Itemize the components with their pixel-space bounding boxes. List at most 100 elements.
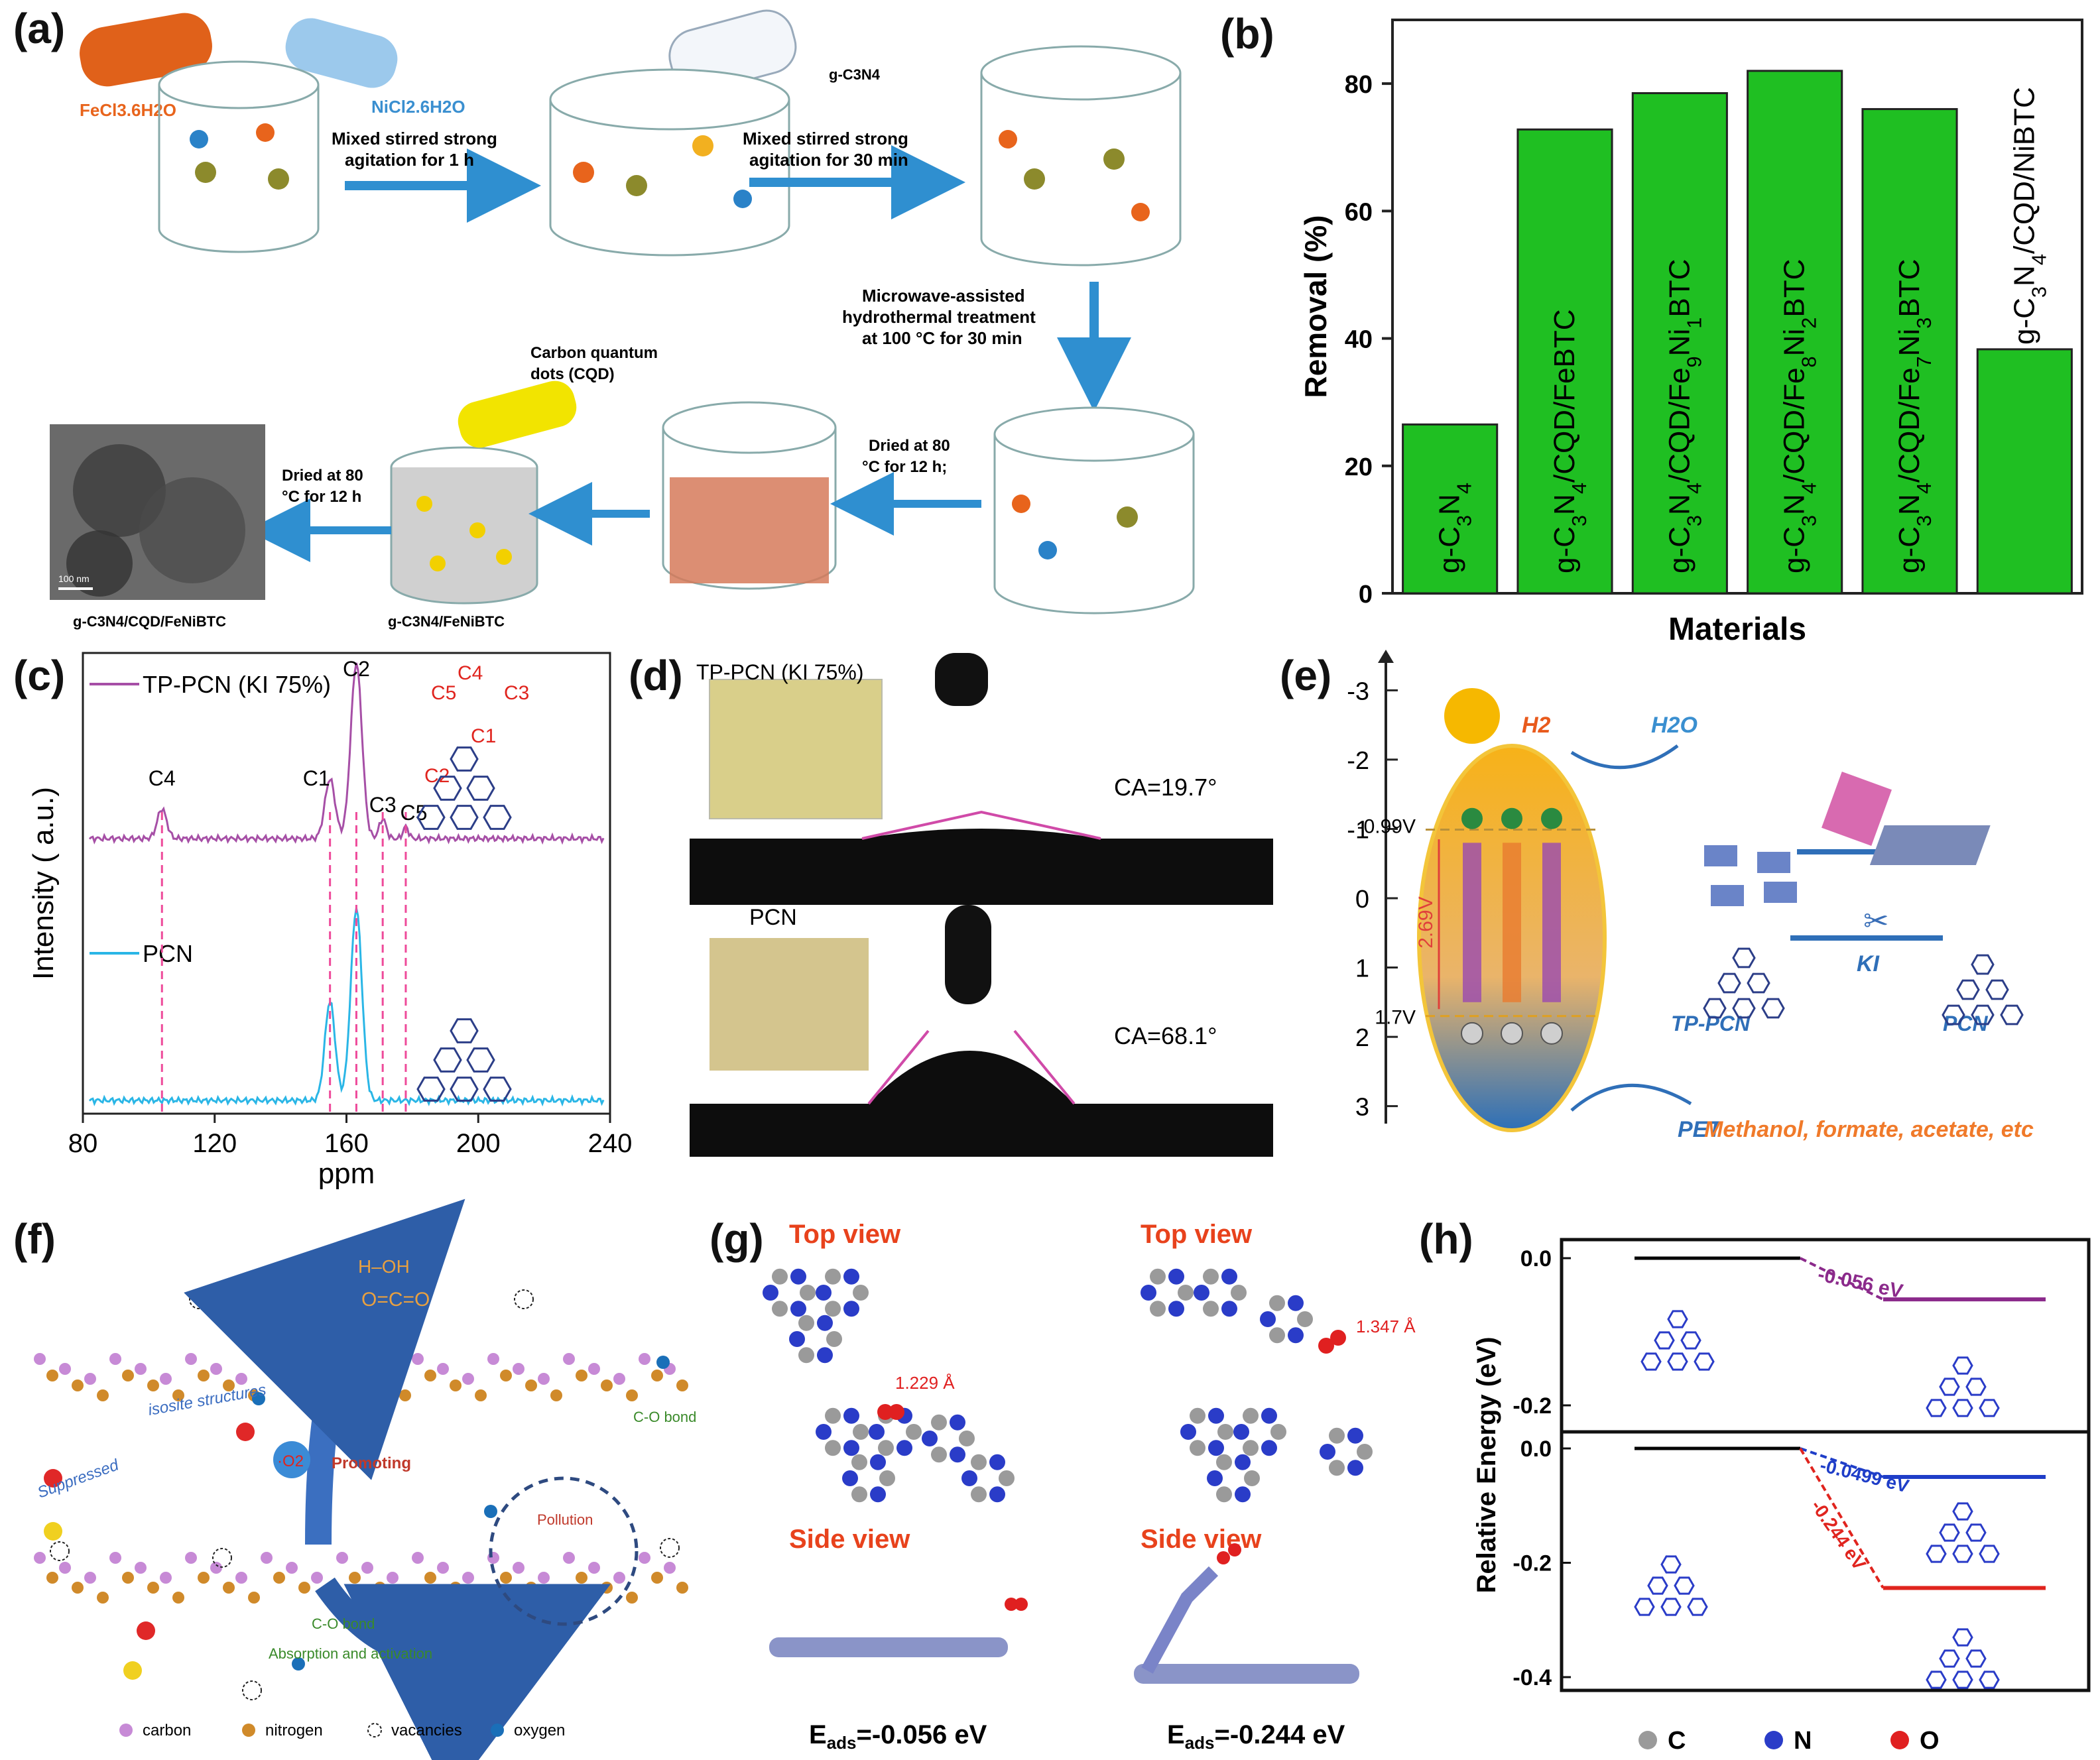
droplet-needle-top — [935, 653, 988, 706]
panel-f-legend: carbon nitrogen vacancies oxygen — [119, 1722, 565, 1739]
carbon-atom — [1357, 1444, 1373, 1460]
molecule-sketch — [1660, 1555, 1682, 1574]
h2-label: H2 — [1522, 713, 1551, 738]
heptazine-unit — [1956, 979, 1980, 1000]
charge-carrier — [44, 1469, 62, 1488]
carbon-atom — [563, 1552, 575, 1564]
electron-1 — [1501, 807, 1522, 829]
nitrogen-atom — [399, 1592, 411, 1604]
svg-text:agitation for 1 h: agitation for 1 h — [345, 150, 474, 170]
carbon-atom — [135, 1363, 147, 1375]
carbon-atom — [462, 1373, 474, 1385]
molecule-sketch — [1667, 1310, 1688, 1328]
beaker-6 — [390, 446, 538, 605]
o-c-o-label: O=C=O — [361, 1289, 430, 1311]
svg-text:100 nm: 100 nm — [58, 573, 90, 584]
carbon-atom — [286, 1363, 298, 1375]
vacancy — [242, 1680, 262, 1700]
molecule-sketch — [1965, 1649, 1987, 1668]
peak-label-C2: C2 — [343, 657, 370, 681]
carbon-atom — [109, 1353, 121, 1365]
panel-label-e: (e) — [1280, 652, 1332, 699]
peak-label-C3: C3 — [369, 793, 397, 817]
bar-label-group: g-C3N4/CQD/Fe7Ni3BTC — [1893, 259, 1936, 573]
nitrogen-atom — [450, 1582, 462, 1594]
nitrogen-atom — [843, 1268, 859, 1285]
carbon-atom — [1203, 1268, 1219, 1285]
carbon-atom — [1243, 1440, 1259, 1456]
carbon-atom — [798, 1347, 814, 1364]
layered-sheet — [1869, 825, 1991, 865]
svg-text:g-C3N4/FeNiBTC: g-C3N4/FeNiBTC — [388, 613, 505, 630]
molecule-sketch — [1680, 1331, 1701, 1350]
excitation-arrow-1 — [1503, 843, 1521, 1002]
svg-text:CA=68.1°: CA=68.1° — [1114, 1022, 1217, 1049]
nitrogen-atom — [989, 1454, 1005, 1470]
panel-label-g: (g) — [710, 1215, 764, 1263]
nitrogen-atom — [789, 1331, 805, 1347]
carbon-atom — [361, 1363, 373, 1375]
nitrogen-atom — [989, 1486, 1005, 1503]
vacancy — [514, 1289, 534, 1309]
svg-text:at 100 °C for 30 min: at 100 °C for 30 min — [862, 328, 1022, 348]
heptazine-unit — [416, 805, 446, 830]
nitrogen-atom — [72, 1582, 84, 1594]
o2-molecule-left — [877, 1404, 893, 1420]
carbon-atom — [311, 1572, 323, 1584]
bar-4 — [1861, 108, 1958, 595]
carbon-atom — [1297, 1311, 1313, 1327]
carbon-atom — [613, 1373, 625, 1385]
svg-text:°C for 12 h: °C for 12 h — [282, 488, 361, 506]
bar-0 — [1402, 423, 1499, 595]
legend-label-C: C — [1668, 1727, 1686, 1755]
nitrogen-atom — [576, 1572, 587, 1584]
heptazine-unit — [450, 746, 479, 772]
carbon-atom — [160, 1373, 172, 1385]
heptazine-unit — [466, 776, 495, 801]
carbon-atom — [1190, 1440, 1205, 1456]
y-tick-label: -0.4 — [1513, 1665, 1552, 1690]
beaker-3 — [980, 45, 1182, 266]
nitrogen-atom — [1194, 1285, 1209, 1301]
carbon-atom — [538, 1373, 550, 1385]
nitrogen-atom — [525, 1582, 537, 1594]
svg-text:Side view: Side view — [789, 1525, 910, 1554]
molecule-sketch — [1687, 1598, 1708, 1616]
nitrogen-atom — [1168, 1268, 1184, 1285]
heptazine-unit — [1761, 998, 1785, 1019]
bar-2 — [1631, 92, 1728, 595]
x-axis-label: ppm — [318, 1157, 375, 1190]
structure-label-C1: C1 — [471, 725, 496, 747]
carbon-atom — [971, 1486, 987, 1503]
svg-text:dots (CQD): dots (CQD) — [530, 365, 615, 383]
nitrogen-atom — [97, 1389, 109, 1401]
molecule-sketch — [1926, 1671, 1947, 1689]
panel-label-b: (b) — [1220, 10, 1274, 58]
carbon-atom — [959, 1431, 975, 1446]
hole-2 — [1540, 1022, 1563, 1045]
panel-label-h: (h) — [1419, 1215, 1473, 1263]
svg-text:Top view: Top view — [1141, 1220, 1253, 1249]
carbon-atom — [84, 1373, 96, 1385]
y-tick-label: 2 — [1355, 1024, 1369, 1052]
svg-text:g-C3N4/CQD/FeNiBTC: g-C3N4/CQD/FeNiBTC — [73, 613, 226, 630]
carbon-atom — [1203, 1301, 1219, 1317]
nitrogen-atom — [950, 1446, 965, 1463]
nitrogen-atom — [1207, 1470, 1223, 1486]
carbon-atom — [798, 1315, 814, 1331]
carbon-atom — [109, 1552, 121, 1564]
carbon-atom — [462, 1572, 474, 1584]
bar-1 — [1516, 128, 1613, 595]
nitrogen-atom — [248, 1592, 260, 1604]
svg-text:CA=19.7°: CA=19.7° — [1114, 774, 1217, 801]
legend-label-pcn: PCN — [143, 940, 193, 967]
nitrogen-atom — [273, 1572, 285, 1584]
panel-label-f: (f) — [13, 1215, 56, 1263]
gap-label: 2.69V — [1415, 896, 1437, 948]
nitrogen-atom — [1288, 1327, 1304, 1344]
heptazine-unit — [483, 805, 512, 830]
legend-label-tp-pcn: TP-PCN (KI 75%) — [143, 671, 331, 698]
carbon-atom — [1243, 1407, 1259, 1424]
nanosheet-0 — [1704, 845, 1737, 866]
